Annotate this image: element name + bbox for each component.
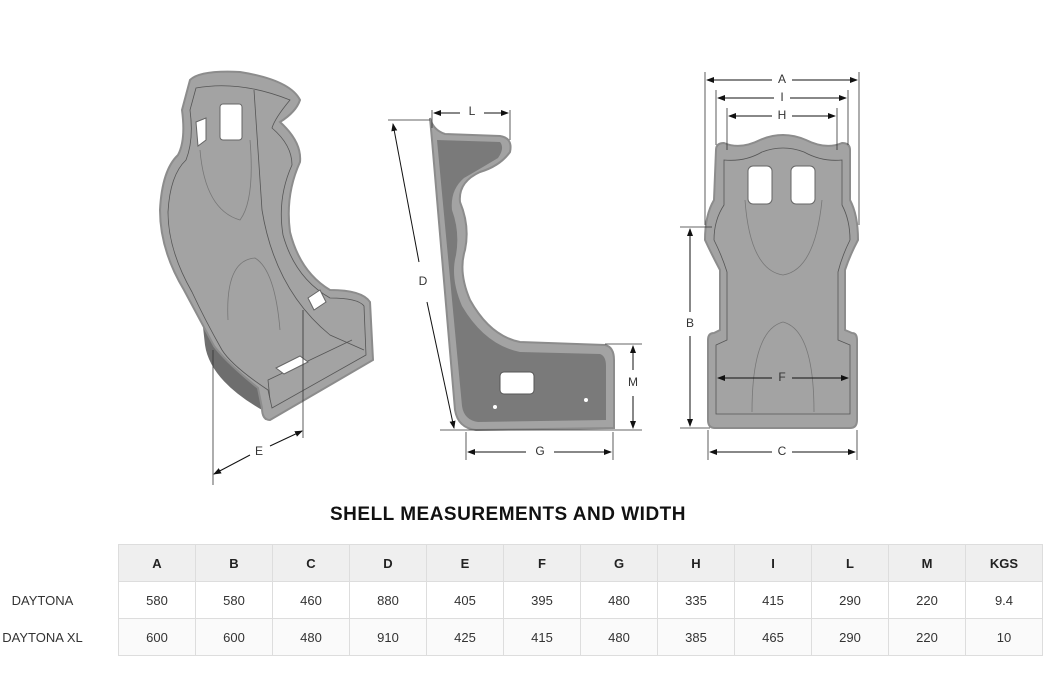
column-header-h: H <box>657 544 735 582</box>
table-cell: 580 <box>118 581 196 619</box>
table-cell: 600 <box>195 618 273 656</box>
dimension-label-a: A <box>778 72 786 86</box>
table-cell: 580 <box>195 581 273 619</box>
table-cell: 480 <box>580 581 658 619</box>
table-cell: 9.4 <box>965 581 1043 619</box>
table-cell: 480 <box>272 618 350 656</box>
column-header-c: C <box>272 544 350 582</box>
dimension-label-i: I <box>780 90 783 104</box>
table-cell: 335 <box>657 581 735 619</box>
table-cell: 220 <box>888 618 966 656</box>
section-title: SHELL MEASUREMENTS AND WIDTH <box>330 504 686 525</box>
row-label-cell: DAYTONA <box>0 581 119 619</box>
dimension-label-e: E <box>255 444 263 458</box>
table-cell: 880 <box>349 581 427 619</box>
table-cell: 385 <box>657 618 735 656</box>
table-cell: 425 <box>426 618 504 656</box>
dimension-label-g: G <box>535 444 544 458</box>
dimension-label-f: F <box>778 370 785 384</box>
table-cell: 910 <box>349 618 427 656</box>
table-cell: 415 <box>734 581 812 619</box>
dimension-label-l: L <box>469 104 476 118</box>
dimension-label-m: M <box>628 375 638 389</box>
column-header-g: G <box>580 544 658 582</box>
dimension-label-c: C <box>778 444 787 458</box>
column-header-m: M <box>888 544 966 582</box>
row-label-cell: DAYTONA XL <box>0 618 119 656</box>
table-cell: 600 <box>118 618 196 656</box>
table-cell: 405 <box>426 581 504 619</box>
table-cell: 415 <box>503 618 581 656</box>
table-cell: 395 <box>503 581 581 619</box>
dimension-label-h: H <box>778 108 787 122</box>
column-header-a: A <box>118 544 196 582</box>
table-cell: 465 <box>734 618 812 656</box>
column-header-f: F <box>503 544 581 582</box>
model-name: DAYTONA <box>11 592 74 608</box>
table-cell: 290 <box>811 581 889 619</box>
dimension-label-b: B <box>686 316 694 330</box>
seat-side-view: L D M G <box>388 104 642 460</box>
table-cell: 290 <box>811 618 889 656</box>
model-name: DAYTONA XL <box>2 629 83 645</box>
seat-diagrams: E L D M G <box>158 70 860 485</box>
column-header-l: L <box>811 544 889 582</box>
table-cell: 10 <box>965 618 1043 656</box>
column-header-b: B <box>195 544 273 582</box>
table-cell: 220 <box>888 581 966 619</box>
column-header-kgs: KGS <box>965 544 1043 582</box>
dimension-label-d: D <box>419 274 428 288</box>
column-header-i: I <box>734 544 812 582</box>
table-cell: 480 <box>580 618 658 656</box>
table-corner <box>0 544 119 582</box>
table-cell: 460 <box>272 581 350 619</box>
column-header-d: D <box>349 544 427 582</box>
seat-front-view: A I H B F C <box>680 72 860 460</box>
seat-isometric-view: E <box>158 70 375 485</box>
column-header-e: E <box>426 544 504 582</box>
